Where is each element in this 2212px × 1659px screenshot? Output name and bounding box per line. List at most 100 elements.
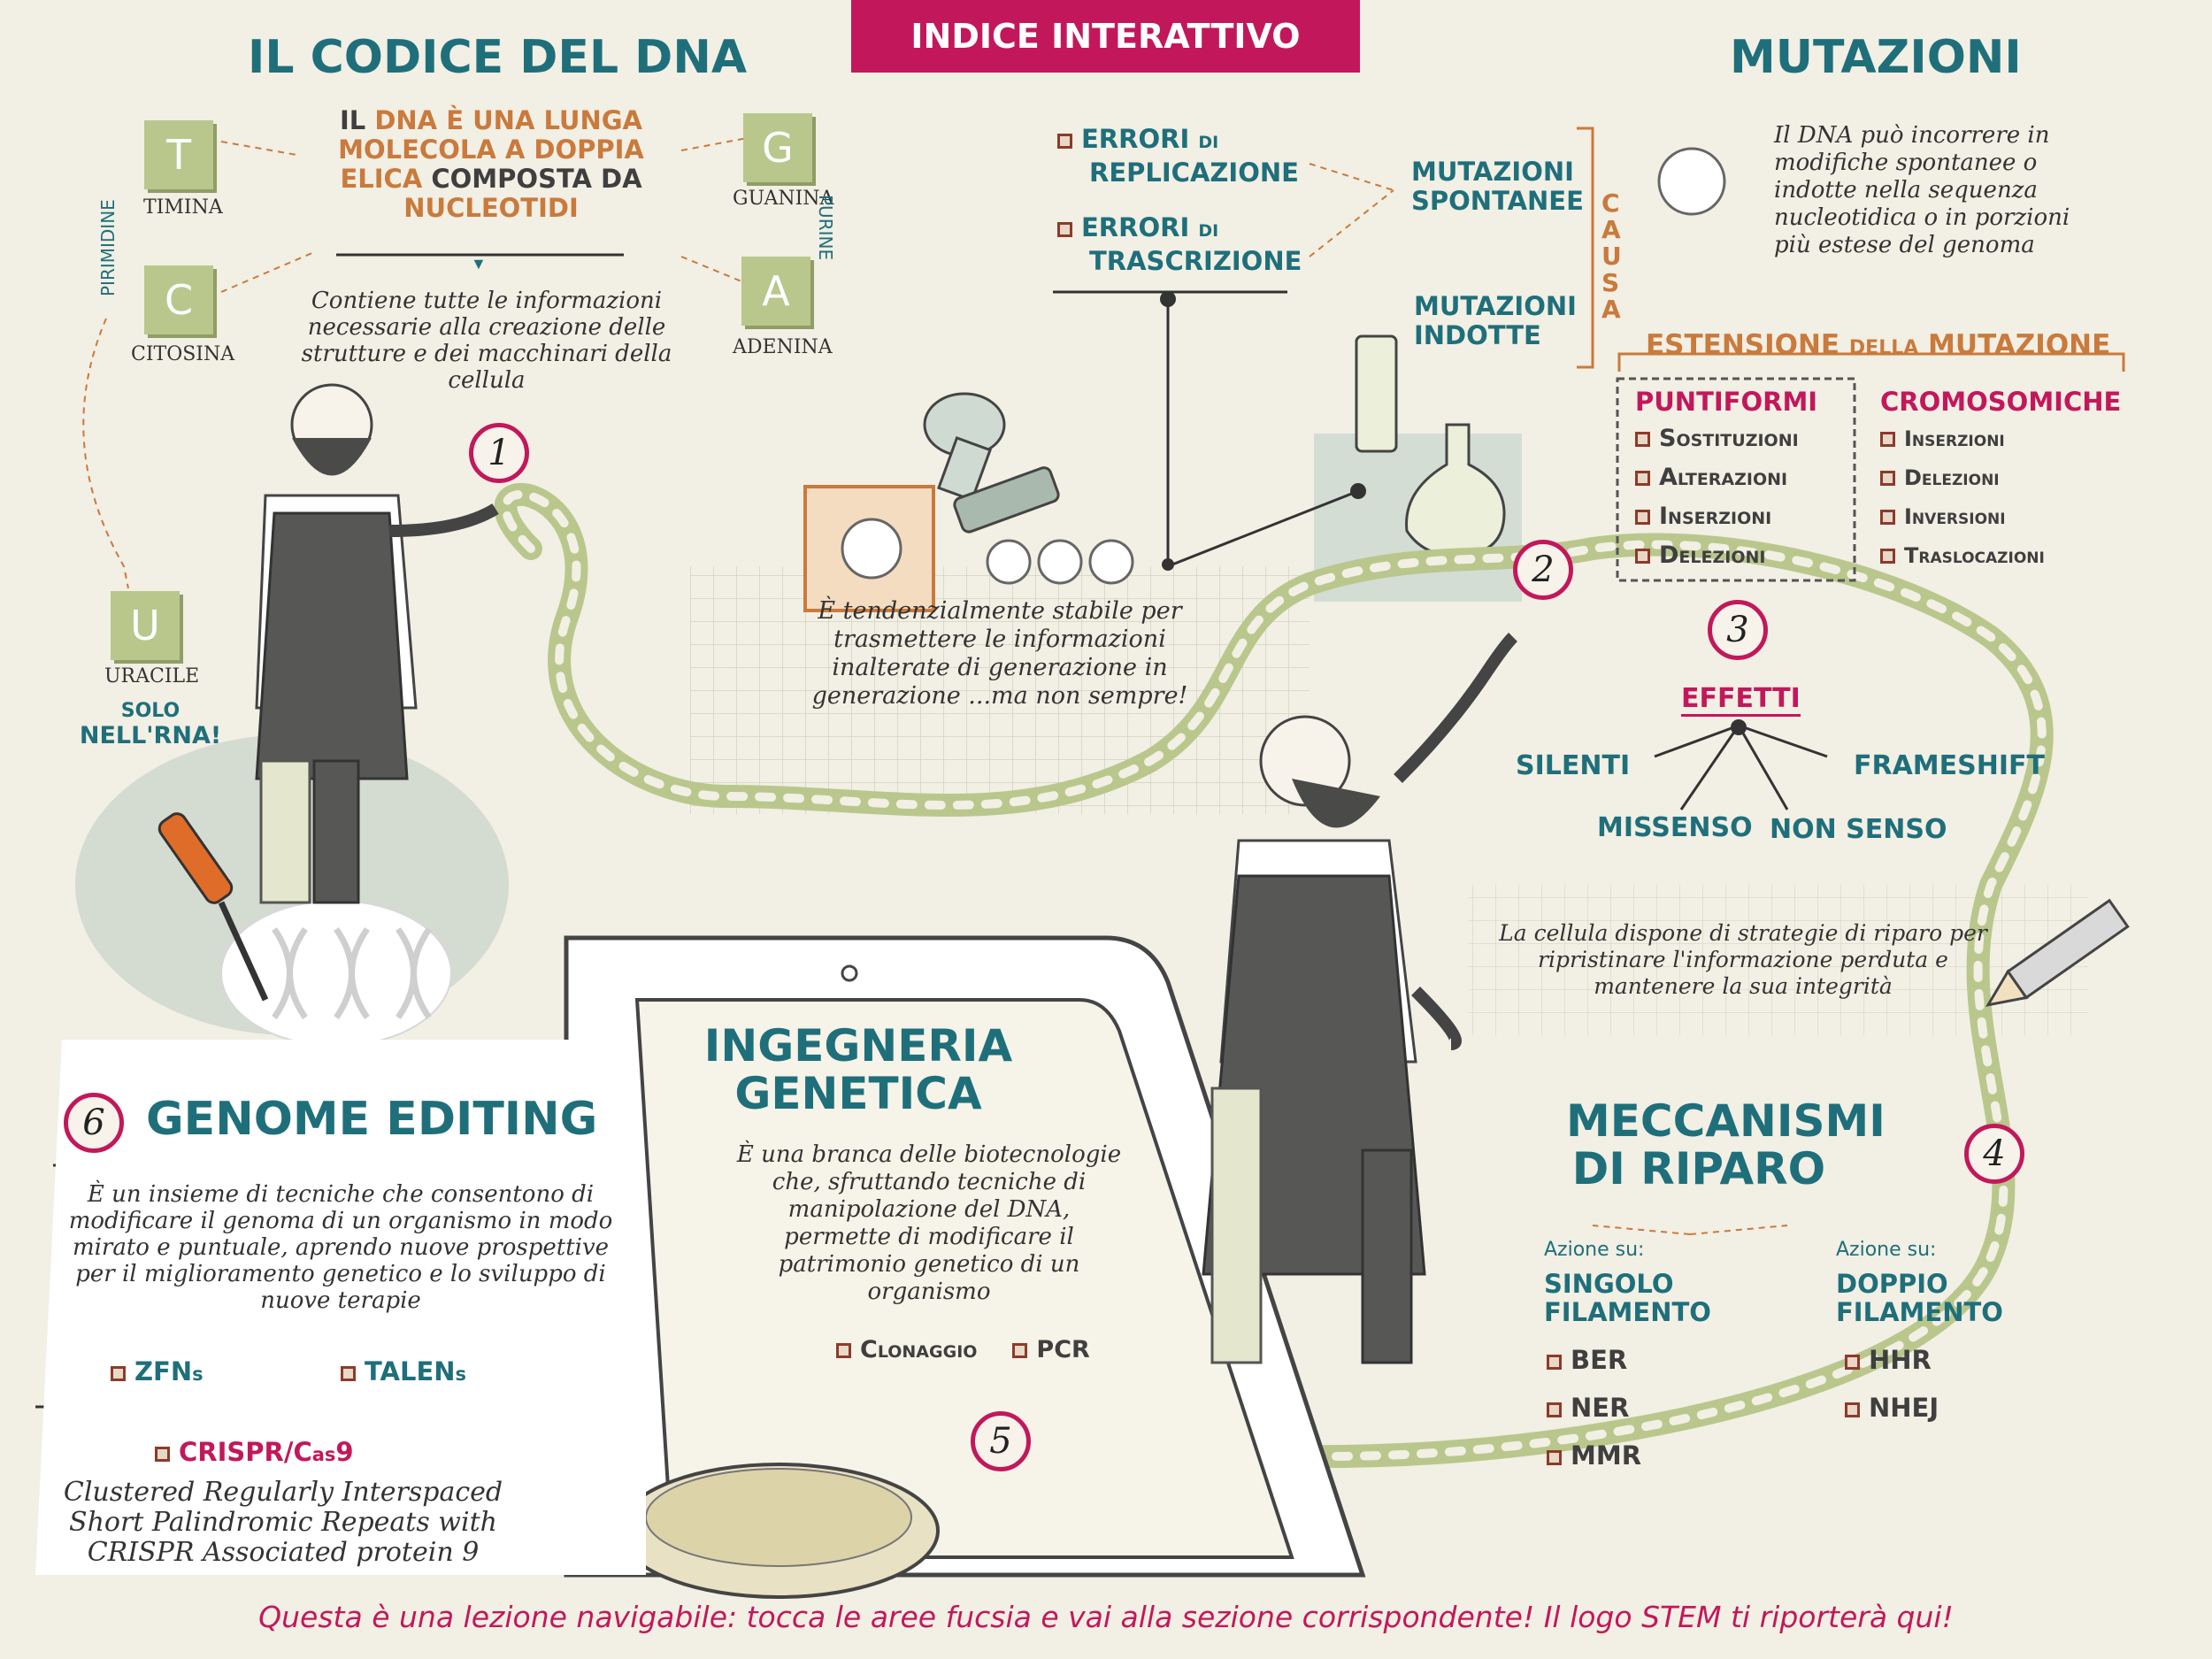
dna-title: IL CODICE DEL DNA [248, 31, 748, 84]
checkbox-icon[interactable] [155, 1446, 170, 1462]
talen-label-b: s [455, 1363, 467, 1385]
point-list: Sostituzioni Alterazioni Inserzioni Dele… [1635, 425, 1799, 580]
chrom-item-label: Traslocazioni [1904, 543, 2045, 568]
effect-frameshift: FRAMESHIFT [1854, 750, 2045, 781]
section-link-4[interactable]: 4 [1964, 1124, 2024, 1184]
extension-title-b: DELLA [1848, 337, 1919, 359]
intro-part-4: NUCLEOTIDI [403, 193, 579, 223]
index-button[interactable]: INDICE INTERATTIVO [851, 0, 1360, 73]
chrom-item[interactable]: Traslocazioni [1880, 541, 2045, 569]
checkbox-icon[interactable] [1635, 510, 1650, 525]
base-name-g: GUANINA [733, 188, 834, 210]
point-item[interactable]: Alterazioni [1635, 464, 1799, 491]
checkbox-icon[interactable] [1057, 133, 1072, 149]
checkbox-icon[interactable] [1880, 432, 1895, 447]
crispr-item[interactable]: CRISPR/Cas9 [155, 1437, 354, 1467]
double-item[interactable]: HHR [1845, 1345, 1939, 1375]
effect-nonsense: NON SENSO [1770, 814, 1947, 845]
section-link-2[interactable]: 2 [1513, 540, 1573, 600]
screwdriver-icon [157, 812, 269, 1002]
genome-description: È un insieme di tecniche che consentono … [68, 1181, 613, 1314]
repair-title: MECCANISMI DI RIPARO [1566, 1097, 1886, 1193]
crispr-label-c: 9 [335, 1437, 354, 1467]
double-list: HHR NHEJ [1845, 1345, 1939, 1440]
checkbox-icon[interactable] [1635, 432, 1650, 447]
crispr-description: Clustered Regularly Interspaced Short Pa… [63, 1477, 503, 1568]
talen-label-a: TALEN [365, 1356, 456, 1386]
chrom-item-label: Inserzioni [1904, 426, 2005, 451]
single-item[interactable]: MMR [1547, 1440, 1641, 1471]
point-title: PUNTIFORMI [1635, 387, 1818, 417]
double-item[interactable]: NHEJ [1845, 1393, 1939, 1423]
checkbox-icon[interactable] [836, 1343, 851, 1358]
checkbox-icon[interactable] [111, 1365, 126, 1381]
section-link-1[interactable]: 1 [469, 423, 529, 483]
zfn-label-b: s [192, 1363, 204, 1385]
purine-label: PURINE [815, 195, 836, 261]
effects-title: EFFETTI [1681, 683, 1801, 717]
chrom-item[interactable]: Inversioni [1880, 503, 2045, 530]
section-link-6[interactable]: 6 [64, 1093, 124, 1153]
checkbox-icon[interactable] [1547, 1355, 1562, 1370]
checkbox-icon[interactable] [1845, 1355, 1860, 1370]
checkbox-icon[interactable] [1635, 549, 1650, 564]
section-link-3[interactable]: 3 [1708, 600, 1768, 660]
error-transcription-c: TRASCRIZIONE [1089, 246, 1302, 276]
engineering-item[interactable]: Clonaggio [836, 1336, 977, 1363]
point-item[interactable]: Inserzioni [1635, 503, 1799, 530]
dna-helix [494, 482, 2054, 1498]
checkbox-icon[interactable] [1057, 221, 1072, 237]
flask-icon [1355, 334, 1506, 557]
double-action-label: Azione su: [1836, 1239, 1937, 1261]
checkbox-icon[interactable] [1635, 471, 1650, 486]
pencil-icon [1985, 898, 2130, 1007]
pedestal-dna [272, 926, 432, 1020]
footer-note: Questa è una lezione navigabile: tocca l… [258, 1600, 1954, 1634]
rna-note: SOLO NELL'RNA! [75, 699, 226, 749]
cause-label: CAUSA [1601, 188, 1622, 324]
base-tile-t: T [144, 120, 213, 189]
checkbox-icon[interactable] [341, 1365, 356, 1381]
chrom-list: Inserzioni Delezioni Inversioni Trasloca… [1880, 425, 2045, 580]
single-item[interactable]: NER [1547, 1393, 1641, 1423]
point-item[interactable]: Delezioni [1635, 541, 1799, 569]
zfn-item[interactable]: ZFNs [111, 1356, 204, 1386]
checkbox-icon[interactable] [1880, 510, 1895, 525]
engineering-item[interactable]: PCR [1012, 1336, 1090, 1363]
base-name-t: TIMINA [143, 196, 223, 219]
checkbox-icon[interactable] [1547, 1402, 1562, 1417]
cause-induced: MUTAZIONI INDOTTE [1414, 291, 1577, 350]
single-item[interactable]: BER [1547, 1345, 1641, 1375]
causa-bracket [1577, 127, 1594, 369]
point-item[interactable]: Sostituzioni [1635, 425, 1799, 452]
talen-item[interactable]: TALENs [341, 1356, 466, 1386]
checkbox-icon[interactable] [1012, 1343, 1028, 1358]
connector-lines [82, 136, 1788, 1235]
checkbox-icon[interactable] [1880, 471, 1895, 486]
stable-note: È tendenzialmente stabile per trasmetter… [811, 597, 1188, 710]
base-tile-g: G [743, 113, 812, 182]
dna-intro: IL DNA È UNA LUNGA MOLECOLA A DOPPIA ELI… [314, 106, 668, 223]
genome-title: GENOME EDITING [146, 1093, 598, 1146]
scientist-left [255, 383, 499, 904]
extension-title-a: ESTENSIONE [1646, 329, 1849, 361]
engineering-title-2: GENETICA [734, 1068, 982, 1119]
checkbox-icon[interactable] [1547, 1450, 1562, 1465]
error-replication: ERRORI DI REPLICAZIONE [1057, 124, 1299, 188]
crispr-label-a: CRISPR/C [179, 1437, 312, 1467]
checkbox-icon[interactable] [1880, 549, 1895, 564]
engineering-item-label: PCR [1036, 1336, 1090, 1363]
section-link-5[interactable]: 5 [971, 1411, 1031, 1471]
engineering-description: È una branca delle biotecnologie che, sf… [736, 1141, 1122, 1305]
double-title: DOPPIO FILAMENTO [1836, 1269, 2003, 1327]
chrom-item[interactable]: Delezioni [1880, 464, 2045, 491]
chrom-item[interactable]: Inserzioni [1880, 425, 2045, 452]
scientist-center [1202, 633, 1518, 1364]
error-transcription: ERRORI DI TRASCRIZIONE [1057, 212, 1302, 276]
point-item-label: Inserzioni [1659, 503, 1772, 530]
checkbox-icon[interactable] [1845, 1402, 1860, 1417]
intro-part-2: DNA È UNA LUNGA MOLECOLA A DOPPIA ELICA [338, 105, 644, 194]
double-item-label: NHEJ [1869, 1393, 1939, 1423]
base-name-u: URACILE [104, 665, 200, 687]
